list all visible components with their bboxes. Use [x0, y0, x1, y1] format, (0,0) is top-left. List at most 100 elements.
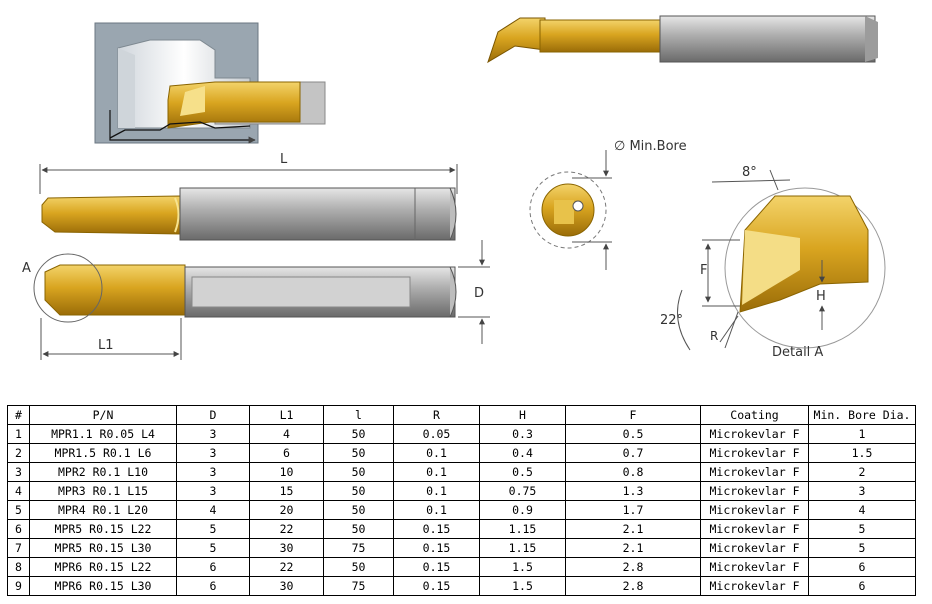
- table-header-row: # P/N D L1 l R H F Coating Min. Bore Dia…: [7, 405, 916, 425]
- angle-8-label: 8°: [742, 165, 757, 180]
- workpiece-bore-illustration: [94, 22, 326, 144]
- column-header: L1: [249, 405, 324, 425]
- table-cell: 6: [808, 557, 916, 577]
- table-cell: 7: [7, 538, 30, 558]
- table-cell: 1.3: [565, 481, 701, 501]
- column-header: #: [7, 405, 30, 425]
- column-header: H: [479, 405, 566, 425]
- table-cell: 5: [808, 538, 916, 558]
- min-bore-label: ∅ Min.Bore: [614, 139, 687, 154]
- table-cell: 50: [323, 443, 394, 463]
- table-cell: 6: [176, 576, 250, 596]
- table-cell: 5: [176, 519, 250, 539]
- table-cell: 50: [323, 424, 394, 444]
- table-cell: 3: [7, 462, 30, 482]
- table-cell: 0.75: [479, 481, 566, 501]
- detail-A-marker: A: [22, 261, 31, 276]
- table-cell: 0.1: [393, 500, 480, 520]
- table-cell: 4: [808, 500, 916, 520]
- table-cell: 1: [7, 424, 30, 444]
- table-cell: 4: [249, 424, 324, 444]
- table-cell: 22: [249, 519, 324, 539]
- table-cell: 50: [323, 500, 394, 520]
- tool-end-view: ∅ Min.Bore: [529, 139, 687, 270]
- dimension-D-label: D: [474, 286, 484, 301]
- table-cell: 0.15: [393, 576, 480, 596]
- dimension-L1-label: L1: [98, 338, 114, 353]
- table-cell: 4: [7, 481, 30, 501]
- table-cell: MPR5 R0.15 L22: [29, 519, 177, 539]
- table-cell: 10: [249, 462, 324, 482]
- table-cell: Microkevlar F: [700, 481, 809, 501]
- table-cell: 20: [249, 500, 324, 520]
- table-cell: 50: [323, 519, 394, 539]
- table-cell: 5: [7, 500, 30, 520]
- table-cell: MPR1.1 R0.05 L4: [29, 424, 177, 444]
- column-header: F: [565, 405, 701, 425]
- radius-R-label: R: [710, 329, 718, 343]
- table-cell: 1.15: [479, 519, 566, 539]
- table-cell: Microkevlar F: [700, 462, 809, 482]
- table-cell: 1.7: [565, 500, 701, 520]
- table-cell: 3: [176, 462, 250, 482]
- table-cell: 1.5: [479, 576, 566, 596]
- table-cell: 3: [176, 481, 250, 501]
- table-cell: 15: [249, 481, 324, 501]
- detail-A-title: Detail A: [772, 345, 823, 360]
- table-cell: 6: [808, 576, 916, 596]
- table-cell: 1.5: [808, 443, 916, 463]
- dimension-H-label: H: [816, 289, 826, 304]
- table-cell: 0.15: [393, 519, 480, 539]
- table-cell: 50: [323, 557, 394, 577]
- table-cell: 0.15: [393, 538, 480, 558]
- table-cell: Microkevlar F: [700, 519, 809, 539]
- table-cell: 1: [808, 424, 916, 444]
- table-cell: Microkevlar F: [700, 443, 809, 463]
- table-cell: 2: [808, 462, 916, 482]
- table-cell: 0.5: [479, 462, 566, 482]
- table-cell: 2.1: [565, 538, 701, 558]
- table-cell: 4: [176, 500, 250, 520]
- tool-3d-render: [487, 15, 878, 64]
- table-cell: 0.3: [479, 424, 566, 444]
- table-cell: MPR6 R0.15 L22: [29, 557, 177, 577]
- table-cell: 75: [323, 538, 394, 558]
- table-cell: 5: [176, 538, 250, 558]
- table-cell: 3: [176, 443, 250, 463]
- table-cell: 30: [249, 538, 324, 558]
- table-cell: MPR3 R0.1 L15: [29, 481, 177, 501]
- table-cell: MPR1.5 R0.1 L6: [29, 443, 177, 463]
- table-cell: MPR4 R0.1 L20: [29, 500, 177, 520]
- table-cell: 50: [323, 462, 394, 482]
- table-cell: 2: [7, 443, 30, 463]
- table-cell: 0.1: [393, 462, 480, 482]
- table-cell: 6: [176, 557, 250, 577]
- table-cell: 3: [176, 424, 250, 444]
- angle-22-label: 22°: [660, 313, 683, 328]
- table-cell: 9: [7, 576, 30, 596]
- table-cell: Microkevlar F: [700, 424, 809, 444]
- table-cell: 0.05: [393, 424, 480, 444]
- table-cell: 0.1: [393, 443, 480, 463]
- table-cell: MPR6 R0.15 L30: [29, 576, 177, 596]
- table-cell: 0.8: [565, 462, 701, 482]
- table-cell: Microkevlar F: [700, 557, 809, 577]
- table-cell: 3: [808, 481, 916, 501]
- column-header: R: [393, 405, 480, 425]
- column-header: l: [323, 405, 394, 425]
- table-cell: Microkevlar F: [700, 576, 809, 596]
- table-cell: 8: [7, 557, 30, 577]
- tool-side-view: L: [39, 152, 458, 241]
- column-header: Coating: [700, 405, 809, 425]
- table-cell: 0.15: [393, 557, 480, 577]
- table-cell: 5: [808, 519, 916, 539]
